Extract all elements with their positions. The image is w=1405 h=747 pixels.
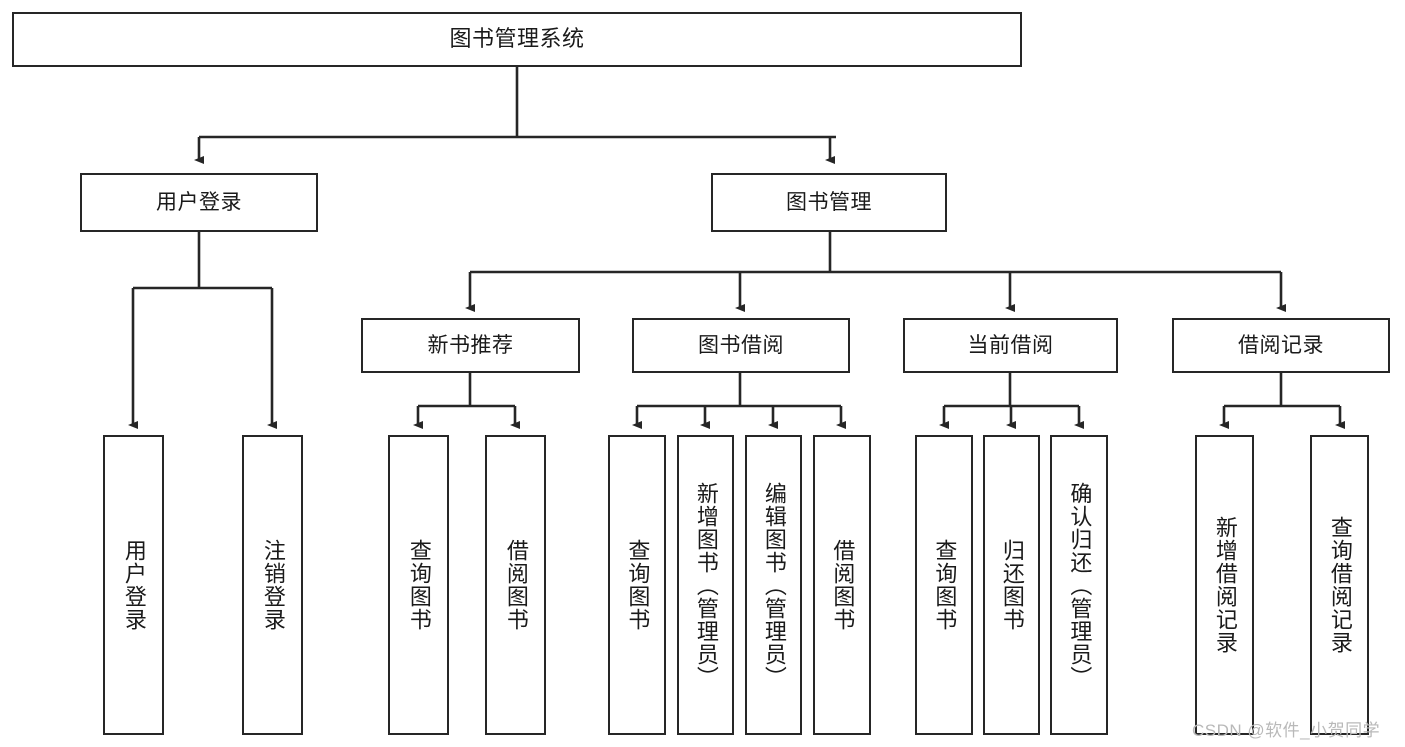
node-current-borrow[interactable]: 当前借阅 <box>903 318 1118 373</box>
leaf-current-borrow-confirm-return[interactable]: 确认归还（管理员） <box>1050 435 1108 735</box>
node-book-management[interactable]: 图书管理 <box>711 173 947 232</box>
leaf-user-login-logout[interactable]: 注销登录 <box>242 435 303 735</box>
csdn-watermark: CSDN @软件_小贺同学 <box>1192 721 1381 740</box>
leaf-user-login-login[interactable]: 用户登录 <box>103 435 164 735</box>
leaf-current-borrow-query[interactable]: 查询图书 <box>915 435 973 735</box>
node-borrow-record[interactable]: 借阅记录 <box>1172 318 1390 373</box>
node-book-borrow[interactable]: 图书借阅 <box>632 318 850 373</box>
leaf-book-borrow-edit[interactable]: 编辑图书（管理员） <box>745 435 802 735</box>
leaf-new-book-query[interactable]: 查询图书 <box>388 435 449 735</box>
node-root-system[interactable]: 图书管理系统 <box>12 12 1022 67</box>
leaf-book-borrow-add[interactable]: 新增图书（管理员） <box>677 435 734 735</box>
node-user-login[interactable]: 用户登录 <box>80 173 318 232</box>
leaf-new-book-borrow[interactable]: 借阅图书 <box>485 435 546 735</box>
leaf-current-borrow-return[interactable]: 归还图书 <box>983 435 1040 735</box>
leaf-book-borrow-query[interactable]: 查询图书 <box>608 435 666 735</box>
leaf-borrow-record-add[interactable]: 新增借阅记录 <box>1195 435 1254 735</box>
node-new-book-recommend[interactable]: 新书推荐 <box>361 318 580 373</box>
leaf-book-borrow-borrow[interactable]: 借阅图书 <box>813 435 871 735</box>
leaf-borrow-record-query[interactable]: 查询借阅记录 <box>1310 435 1369 735</box>
